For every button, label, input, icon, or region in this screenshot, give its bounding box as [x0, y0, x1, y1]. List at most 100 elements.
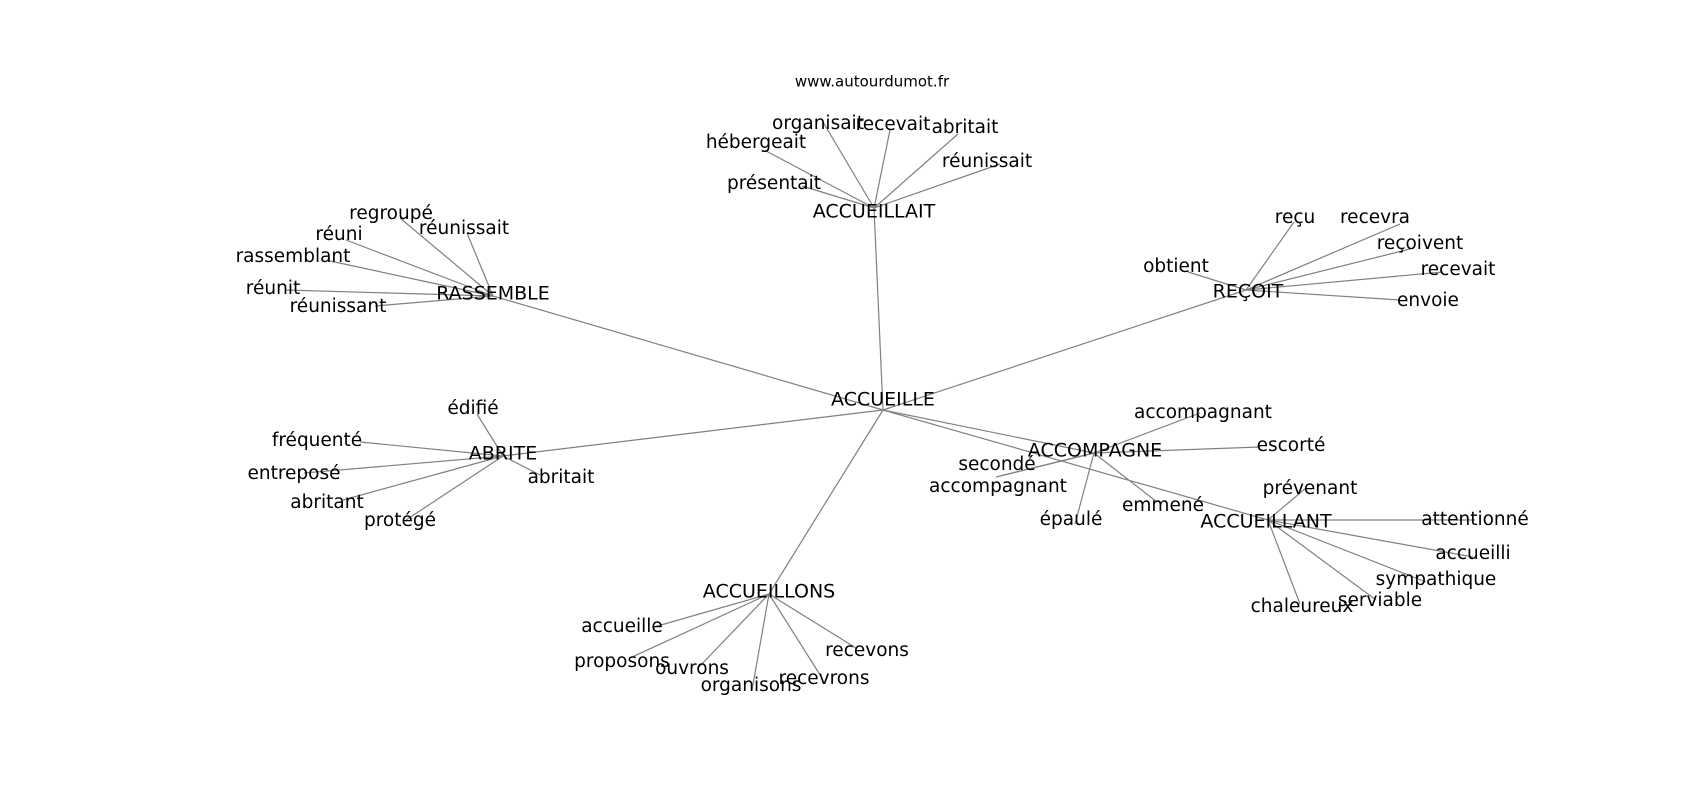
graph-edges — [284, 121, 1475, 691]
edge-accueillons-recevrons-4 — [768, 593, 823, 679]
edge-abrite-edifie-0 — [476, 413, 504, 457]
hub-label-accueillant: ACCUEILLANT — [1200, 511, 1332, 533]
edge-accueillait-hebergeait-3 — [765, 150, 875, 209]
edge-rassemble-rassemblant-3 — [329, 260, 494, 297]
word-label-abritant-4: abritant — [290, 492, 363, 513]
edge-accueillait-presentait-5 — [801, 185, 875, 209]
word-label-epaule-4: épaulé — [1040, 509, 1103, 530]
word-label-reunissait-4: réunissait — [942, 151, 1032, 172]
edge-recoit-recevra-1 — [1245, 223, 1401, 291]
hub-label-recoit: REÇOIT — [1213, 281, 1284, 303]
edge-center-accompagne — [882, 409, 1095, 454]
word-label-reunissait-2: réunissait — [419, 218, 509, 239]
word-label-accueilli-2: accueilli — [1435, 543, 1510, 564]
hub-label-rassemble: RASSEMBLE — [436, 283, 550, 305]
edge-recoit-recu-0 — [1245, 221, 1295, 291]
word-label-prevenant-0: prévenant — [1263, 478, 1358, 499]
edge-recoit-obtient-3 — [1187, 271, 1247, 291]
edge-accueillait-recevait-1 — [873, 129, 891, 209]
hub-label-accueillait: ACCUEILLAIT — [813, 201, 936, 223]
edge-accompagne-accompagnant-3 — [995, 452, 1095, 478]
word-label-presentait-5: présentait — [727, 173, 821, 194]
edge-recoit-recoivent-2 — [1245, 248, 1411, 291]
edge-center-accueillant — [882, 409, 1269, 521]
word-label-abritait-3: abritait — [528, 467, 595, 488]
edge-accueillons-organisons-3 — [751, 593, 770, 691]
edge-abrite-abritait-3 — [502, 455, 541, 476]
word-label-obtient-3: obtient — [1143, 256, 1209, 277]
word-label-protege-5: protégé — [364, 510, 436, 531]
word-label-regroupe-0: regroupé — [349, 203, 433, 224]
word-label-envoie-5: envoie — [1397, 290, 1459, 311]
word-label-emmene-5: emmené — [1122, 495, 1204, 516]
word-label-frequente-1: fréquenté — [272, 430, 362, 451]
edge-accompagne-escorte-1 — [1093, 446, 1261, 454]
word-label-recevons-5: recevons — [825, 640, 909, 661]
edge-recoit-recevait-4 — [1245, 271, 1444, 291]
word-label-rassemblant-3: rassemblant — [236, 246, 351, 267]
word-label-abritait-2: abritait — [932, 117, 999, 138]
edge-accueillons-proposons-1 — [629, 593, 770, 659]
edge-rassemble-reuni-1 — [345, 239, 494, 297]
word-label-accueille-0: accueille — [581, 616, 663, 637]
edge-abrite-frequente-1 — [359, 441, 504, 457]
word-label-proposons-1: proposons — [574, 651, 670, 672]
word-label-recu-0: reçu — [1275, 207, 1315, 228]
edge-accueillant-serviable-4 — [1267, 519, 1377, 601]
edge-rassemble-reunissant-5 — [374, 295, 494, 307]
word-label-escorte-1: escorté — [1257, 435, 1326, 456]
word-label-organisons-3: organisons — [701, 675, 802, 696]
edge-accueillons-ouvrons-2 — [697, 593, 770, 669]
edge-accueillant-accueilli-2 — [1267, 519, 1474, 558]
word-label-edifie-0: édifié — [447, 398, 498, 419]
word-label-entrepose-2: entreposé — [247, 463, 340, 484]
hub-label-accompagne: ACCOMPAGNE — [1028, 440, 1162, 462]
edge-center-recoit — [882, 289, 1247, 411]
edge-accueillons-recevons-5 — [768, 593, 857, 649]
edge-accompagne-accompagnant-0 — [1093, 412, 1201, 454]
word-label-accompagnant-3: accompagnant — [929, 476, 1067, 497]
word-label-hebergeait-3: hébergeait — [706, 132, 806, 153]
word-label-ouvrons-2: ouvrons — [655, 658, 729, 679]
word-label-reuni-1: réuni — [315, 224, 362, 245]
edge-accompagne-emmene-5 — [1093, 452, 1158, 503]
word-label-recevrons-4: recevrons — [779, 668, 870, 689]
site-watermark: www.autourdumot.fr — [795, 73, 950, 91]
edge-accueillait-organisait-0 — [822, 121, 875, 209]
edge-rassemble-regroupe-0 — [399, 217, 494, 297]
hub-label-abrite: ABRITE — [469, 443, 537, 465]
word-label-accompagnant-0: accompagnant — [1134, 402, 1272, 423]
center-word-label: ACCUEILLE — [831, 389, 935, 411]
word-label-reunissant-5: réunissant — [290, 296, 387, 317]
edge-center-accueillons — [768, 409, 884, 595]
edge-accueillant-prevenant-0 — [1267, 487, 1307, 521]
word-label-reunit-4: réunit — [246, 278, 300, 299]
word-label-recevra-1: recevra — [1340, 207, 1410, 228]
word-label-recoivent-2: reçoivent — [1377, 233, 1464, 254]
edge-rassemble-reunit-4 — [284, 289, 494, 297]
word-label-serviable-4: serviable — [1338, 590, 1422, 611]
word-label-seconde-2: secondé — [958, 454, 1035, 475]
word-label-organisait-0: organisait — [772, 113, 864, 134]
edge-recoit-envoie-5 — [1245, 289, 1401, 301]
edge-accueillant-chaleureux-5 — [1267, 519, 1301, 605]
edge-abrite-entrepose-2 — [303, 455, 504, 474]
word-label-recevait-4: recevait — [1421, 259, 1496, 280]
edge-accueillait-abritait-2 — [873, 133, 959, 209]
edge-center-rassemble — [492, 295, 884, 411]
word-label-sympathique-3: sympathique — [1376, 569, 1497, 590]
edge-accompagne-epaule-4 — [1074, 452, 1095, 525]
edge-abrite-abritant-4 — [342, 455, 504, 501]
edge-center-accueillait — [873, 207, 884, 411]
hub-label-accueillons: ACCUEILLONS — [703, 581, 835, 603]
edge-center-abrite — [502, 409, 884, 457]
edge-rassemble-reunissait-2 — [466, 232, 494, 297]
word-label-recevait-1: recevait — [856, 114, 931, 135]
word-label-attentionne-1: attentionné — [1421, 509, 1529, 530]
edge-accueillait-reunissait-4 — [873, 163, 1001, 209]
edge-accueillant-sympathique-3 — [1267, 519, 1427, 583]
word-label-chaleureux-5: chaleureux — [1251, 596, 1354, 617]
edge-accueillons-accueille-0 — [653, 593, 770, 628]
